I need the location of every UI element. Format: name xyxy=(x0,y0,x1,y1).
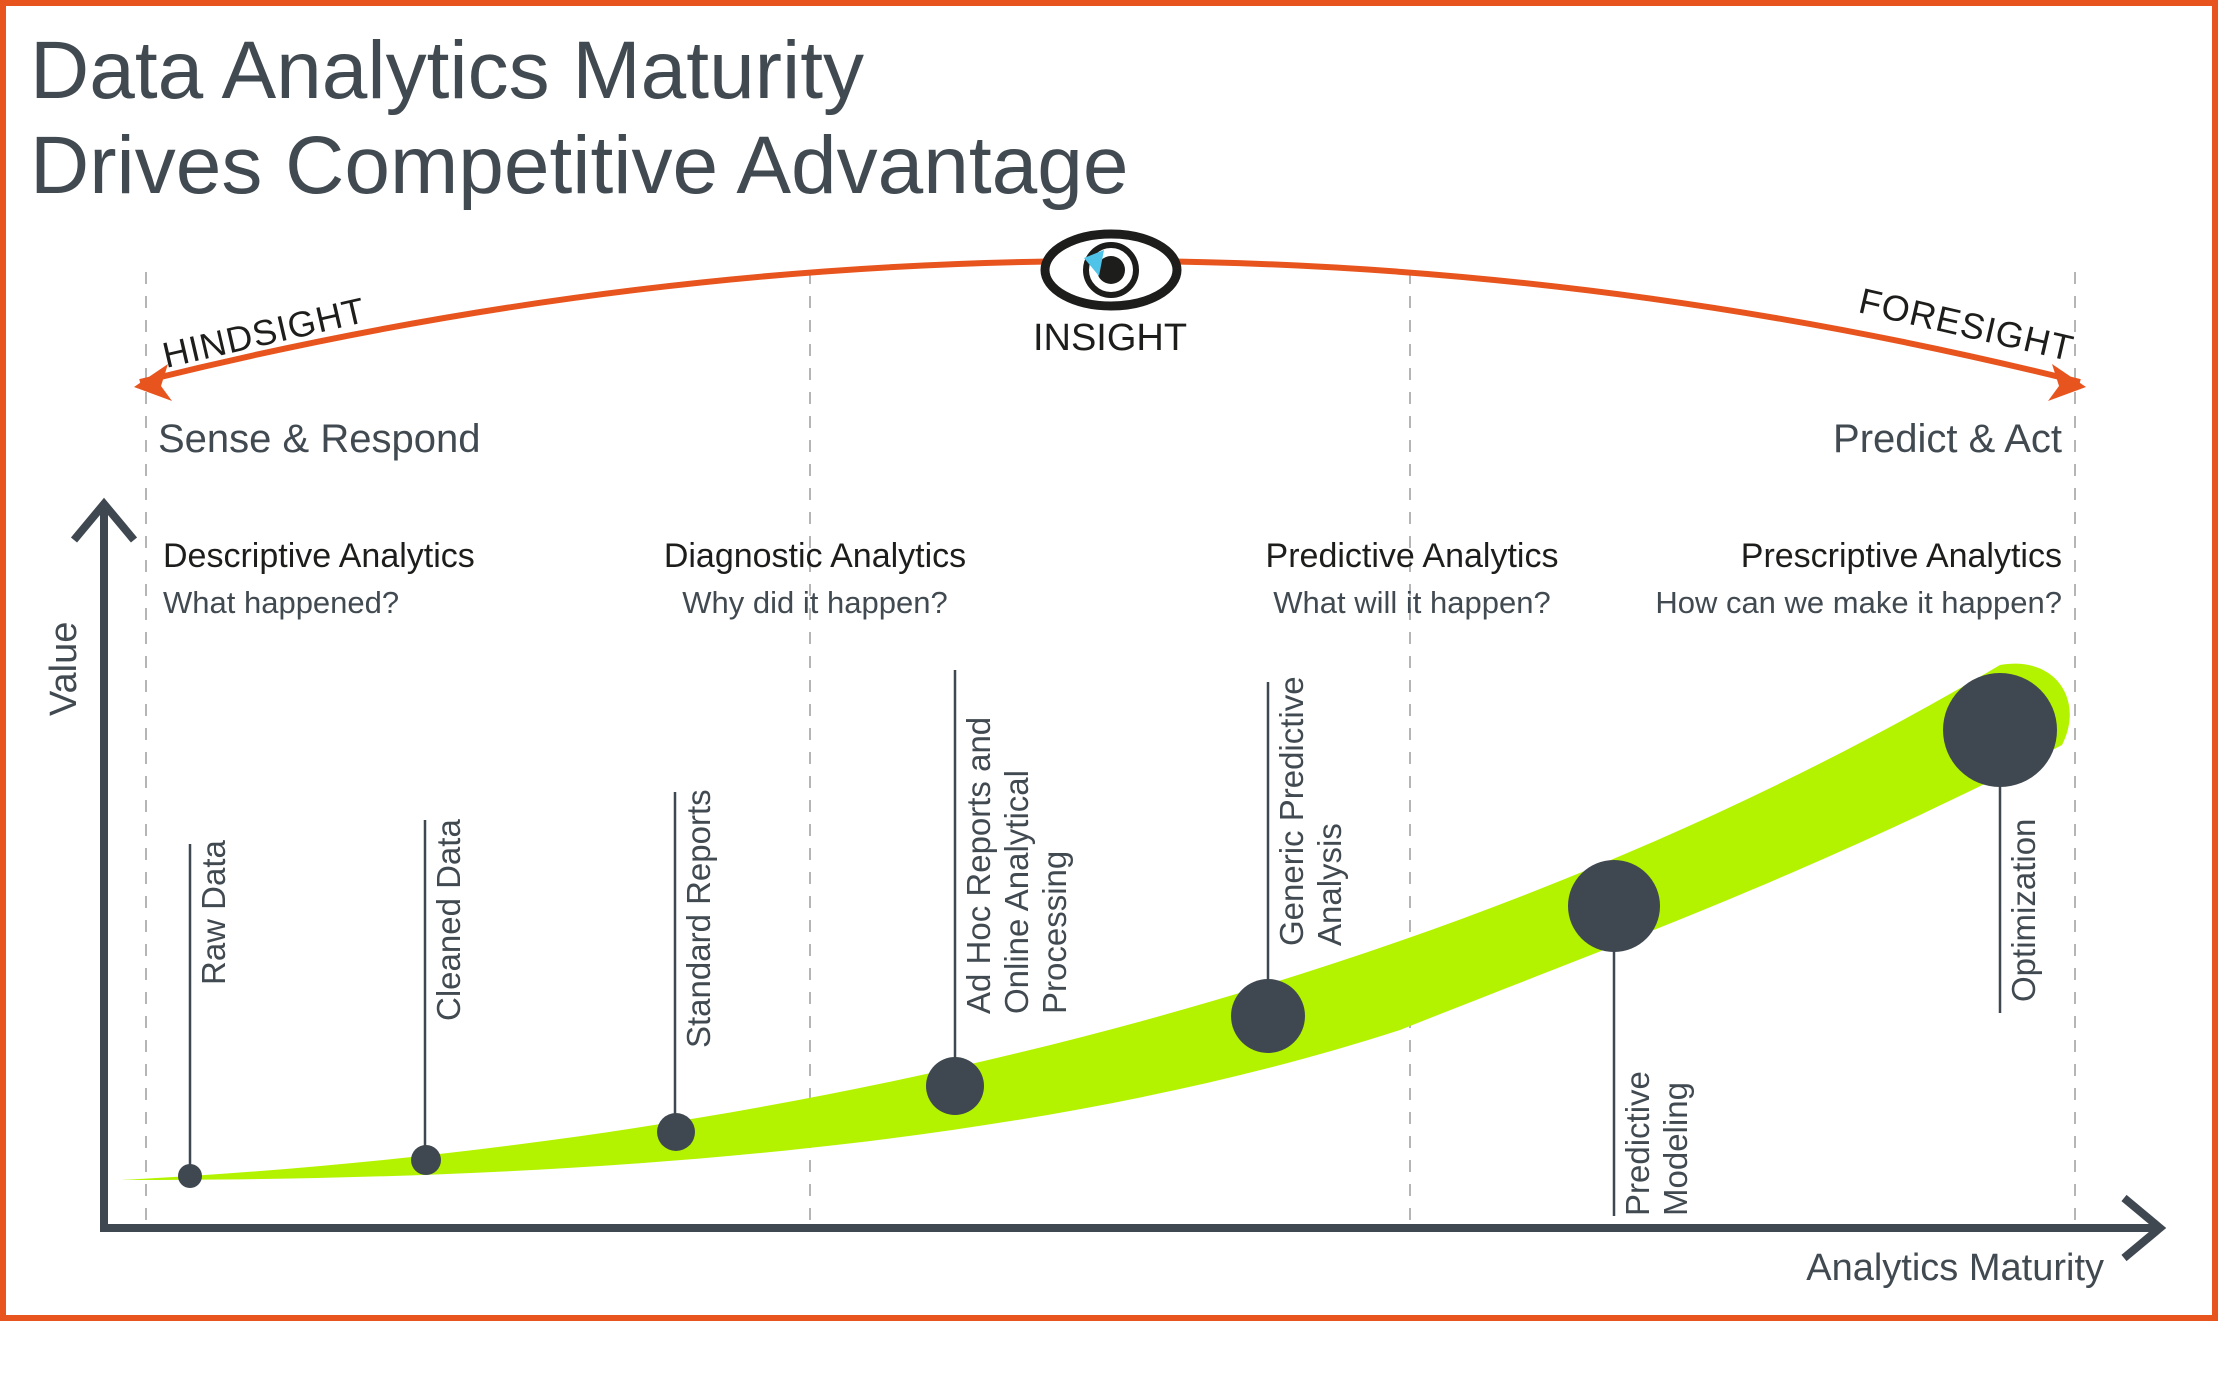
milestone-ad-hoc-line-3: Processing xyxy=(1036,851,1073,1014)
dot-ad-hoc-reports xyxy=(926,1057,984,1115)
milestone-raw-data-label: Raw Data xyxy=(195,839,232,985)
dot-generic-predictive xyxy=(1231,979,1305,1053)
y-axis-label: Value xyxy=(43,622,85,716)
title-line-2: Drives Competitive Advantage xyxy=(30,120,1128,211)
insight-label: INSIGHT xyxy=(1033,317,1187,359)
stage-prescriptive-title: Prescriptive Analytics xyxy=(1741,537,2062,575)
stage-prescriptive-question: How can we make it happen? xyxy=(1655,585,2062,620)
milestone-standard-reports-line-1: Standard Reports xyxy=(680,789,717,1048)
y-axis-arrowhead xyxy=(70,497,138,543)
dot-optimization xyxy=(1943,673,2057,787)
milestone-generic-predictive-label: Generic Predictive Analysis xyxy=(1273,667,1348,946)
milestone-predictive-modeling-label: Predictive Modeling xyxy=(1619,1062,1694,1216)
stage-diagnostic-question: Why did it happen? xyxy=(682,585,947,620)
arc-arrowhead-left xyxy=(134,364,172,401)
x-axis-arrowhead xyxy=(2121,1194,2167,1262)
stage-descriptive-question: What happened? xyxy=(163,585,399,620)
title-line-1: Data Analytics Maturity xyxy=(30,25,864,116)
sense-respond-label: Sense & Respond xyxy=(158,417,480,461)
milestone-ad-hoc-label: Ad Hoc Reports and Online Analytical Pro… xyxy=(960,708,1073,1014)
milestone-cleaned-data-label: Cleaned Data xyxy=(430,819,467,1021)
x-axis-label: Analytics Maturity xyxy=(1806,1247,2104,1289)
axes xyxy=(70,497,2167,1262)
milestone-dots xyxy=(178,673,2057,1188)
milestone-stems xyxy=(188,670,2002,1216)
maturity-band xyxy=(122,663,2070,1180)
milestone-generic-predictive-line-2: Analysis xyxy=(1311,823,1348,946)
milestone-raw-data-line-1: Raw Data xyxy=(195,839,232,985)
stage-predictive-title: Predictive Analytics xyxy=(1266,537,1559,575)
column-dividers xyxy=(145,272,2076,1228)
stage-diagnostic-title: Diagnostic Analytics xyxy=(664,537,966,575)
milestone-predictive-modeling-line-2: Modeling xyxy=(1657,1082,1694,1216)
dot-predictive-modeling xyxy=(1568,860,1660,952)
arc-arrowhead-right xyxy=(2048,364,2086,401)
stage-predictive-question: What will it happen? xyxy=(1273,585,1550,620)
stage-descriptive-title: Descriptive Analytics xyxy=(163,537,475,575)
dot-raw-data xyxy=(178,1164,202,1188)
milestone-ad-hoc-line-2: Online Analytical xyxy=(998,770,1035,1014)
hindsight-label: HINDSIGHT xyxy=(159,289,370,376)
dot-standard-reports xyxy=(657,1113,695,1151)
frame-border xyxy=(0,0,2218,1321)
milestone-cleaned-data-line-1: Cleaned Data xyxy=(430,819,467,1021)
milestone-generic-predictive-line-1: Generic Predictive xyxy=(1273,676,1310,946)
dot-cleaned-data xyxy=(411,1145,441,1175)
predict-act-label: Predict & Act xyxy=(1833,417,2062,461)
milestone-ad-hoc-line-1: Ad Hoc Reports and xyxy=(960,717,997,1014)
milestone-standard-reports-label: Standard Reports xyxy=(680,789,717,1048)
milestone-optimization-label: Optimization xyxy=(2005,819,2042,1002)
milestone-predictive-modeling-line-1: Predictive xyxy=(1619,1071,1656,1216)
eye-icon xyxy=(1040,229,1182,311)
milestone-optimization-line-1: Optimization xyxy=(2005,819,2042,1002)
